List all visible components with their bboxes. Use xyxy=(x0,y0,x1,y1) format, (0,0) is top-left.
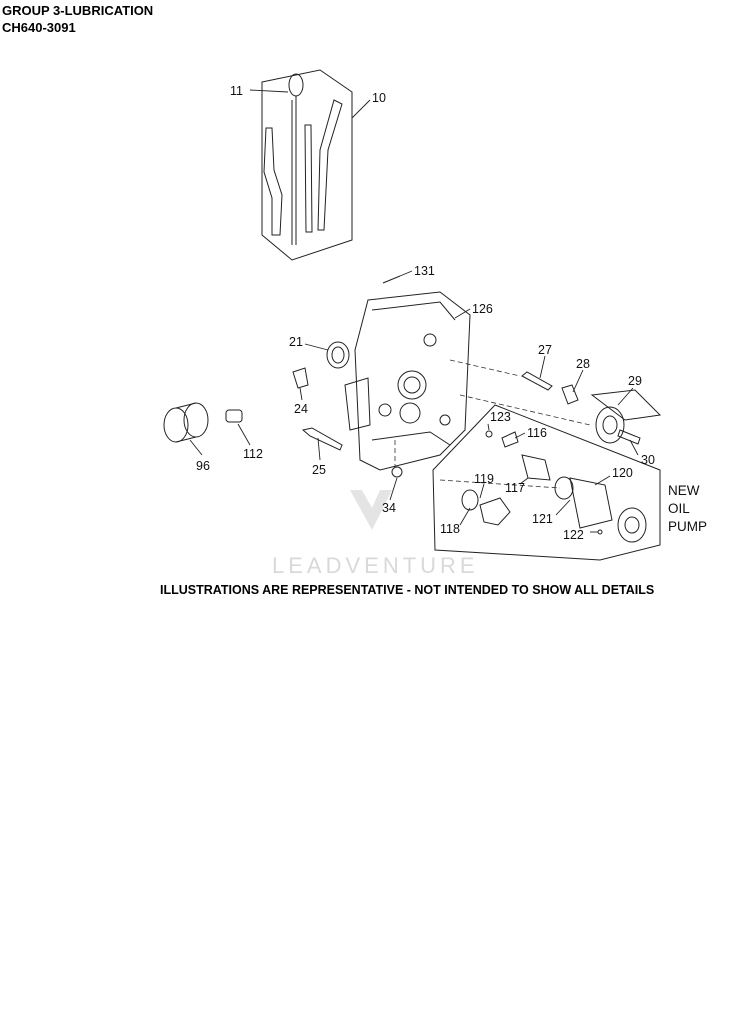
callout-10: 10 xyxy=(372,91,386,105)
callout-25: 25 xyxy=(312,463,326,477)
callout-116: 116 xyxy=(527,426,547,440)
callout-119: 119 xyxy=(474,472,494,486)
o-ring xyxy=(461,489,479,511)
bolt-25 xyxy=(301,427,343,451)
washer xyxy=(391,466,403,478)
new-oil-pump-line-1: NEW xyxy=(668,483,700,498)
callout-117: 117 xyxy=(505,481,525,495)
callout-112: 112 xyxy=(243,447,263,461)
pickup-screen xyxy=(479,497,511,526)
callout-126: 126 xyxy=(472,302,493,316)
watermark-logo-icon xyxy=(350,490,392,530)
page-title: GROUP 3-LUBRICATION xyxy=(2,3,154,18)
bolt xyxy=(382,275,401,284)
callout-11: 11 xyxy=(230,84,243,98)
callout-120: 120 xyxy=(612,466,633,480)
callout-29: 29 xyxy=(628,374,642,388)
callout-121: 121 xyxy=(532,512,553,526)
oil-pump-gear xyxy=(595,406,641,445)
callout-123: 123 xyxy=(490,410,511,424)
new-oil-pump-line-3: PUMP xyxy=(668,519,707,534)
crankcase-cover xyxy=(344,291,471,471)
oil-filter xyxy=(163,402,209,443)
callout-27: 27 xyxy=(538,343,552,357)
callout-21: 21 xyxy=(289,335,303,349)
watermark-text: LEADVENTURE xyxy=(272,553,479,578)
spacer xyxy=(561,384,579,405)
oil-seal xyxy=(326,341,350,369)
elbow-fitting xyxy=(292,367,309,389)
callout-34: 34 xyxy=(382,501,396,515)
callout-118: 118 xyxy=(440,522,460,536)
model-number: CH640-3091 xyxy=(2,20,76,35)
new-oil-pump-line-2: OIL xyxy=(668,501,690,516)
callout-30: 30 xyxy=(641,453,655,467)
callout-28: 28 xyxy=(576,357,590,371)
new-oil-pump-box xyxy=(432,404,661,561)
dowel-pin xyxy=(521,371,553,391)
dipstick-assembly xyxy=(261,69,353,261)
callout-122: 122 xyxy=(563,528,584,542)
callout-96: 96 xyxy=(196,459,210,473)
callout-24: 24 xyxy=(294,402,308,416)
oil-drain-plug xyxy=(225,409,243,423)
disclaimer-note: ILLUSTRATIONS ARE REPRESENTATIVE - NOT I… xyxy=(160,583,655,597)
callout-131: 131 xyxy=(414,264,435,278)
